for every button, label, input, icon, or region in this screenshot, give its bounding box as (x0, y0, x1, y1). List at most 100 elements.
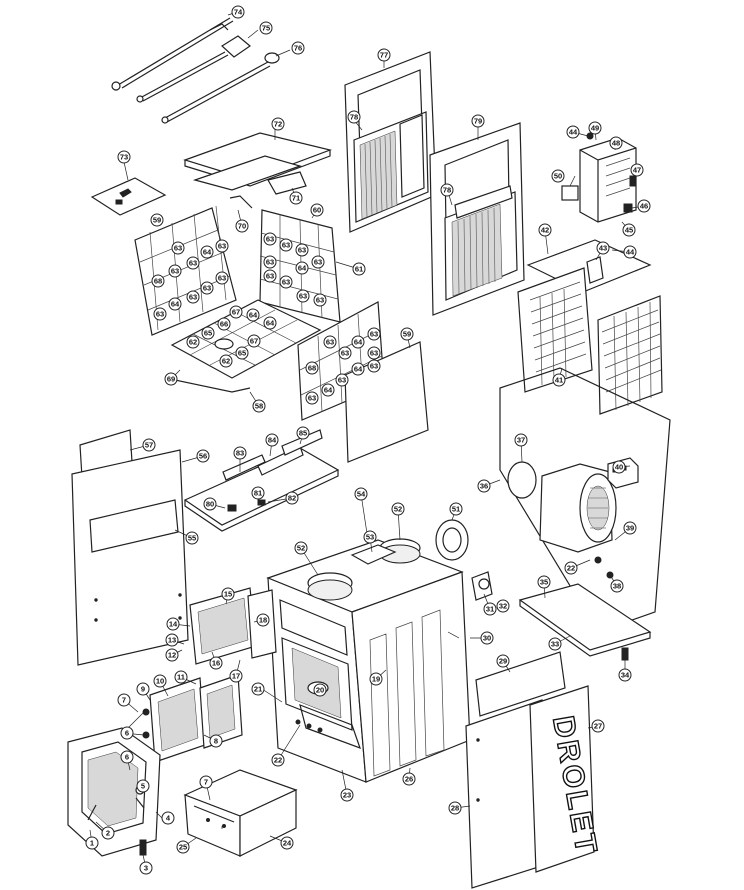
svg-text:80: 80 (206, 500, 214, 509)
callout-72: 72 (271, 117, 285, 131)
callout-64-8: 64 (321, 383, 335, 397)
side-panel-right (465, 651, 566, 889)
callout-1: 1 (85, 836, 99, 850)
svg-text:55: 55 (188, 534, 196, 543)
svg-text:79: 79 (474, 117, 482, 126)
callout-10: 10 (153, 674, 167, 688)
svg-text:15: 15 (224, 590, 232, 599)
callout-64-3: 64 (295, 261, 309, 275)
svg-text:20: 20 (316, 686, 324, 695)
callout-4: 4 (161, 811, 175, 825)
callout-75: 75 (259, 21, 273, 35)
callout-63-4: 63 (186, 256, 200, 270)
svg-text:63: 63 (218, 242, 226, 251)
svg-text:63: 63 (341, 349, 349, 358)
callout-64-6: 64 (351, 335, 365, 349)
callout-41: 41 (552, 373, 566, 387)
svg-text:64: 64 (266, 319, 275, 328)
svg-text:31: 31 (486, 605, 494, 614)
svg-text:36: 36 (480, 482, 488, 491)
svg-text:30: 30 (483, 634, 491, 643)
svg-text:63: 63 (266, 272, 274, 281)
svg-text:22: 22 (567, 564, 575, 573)
svg-text:45: 45 (625, 226, 633, 235)
callout-6b: 6 (120, 750, 134, 764)
callout-63-16: 63 (296, 289, 310, 303)
svg-text:74: 74 (234, 8, 243, 17)
callout-24: 24 (280, 836, 294, 850)
stove-cabinet (266, 538, 471, 783)
svg-text:63: 63 (299, 292, 307, 301)
svg-text:63: 63 (338, 376, 346, 385)
svg-text:17: 17 (232, 672, 240, 681)
svg-text:19: 19 (372, 675, 380, 684)
callout-13: 13 (165, 633, 179, 647)
callout-63-18: 63 (323, 335, 337, 349)
firebrick-wall-left (134, 205, 237, 336)
side-panel-left (71, 429, 189, 666)
svg-text:46: 46 (640, 202, 648, 211)
callout-63-14: 63 (263, 269, 277, 283)
control-box (561, 132, 637, 223)
filter-frame-upper (344, 51, 437, 233)
svg-text:71: 71 (292, 194, 300, 203)
callout-62a: 62 (186, 335, 200, 349)
callout-33: 33 (548, 637, 562, 651)
svg-text:42: 42 (541, 226, 549, 235)
callout-63-13: 63 (311, 255, 325, 269)
svg-text:70: 70 (238, 222, 246, 231)
svg-text:68: 68 (154, 277, 162, 286)
svg-text:22: 22 (274, 756, 282, 765)
callout-20: 20 (313, 683, 327, 697)
callout-59a: 59 (150, 213, 164, 227)
svg-text:24: 24 (283, 839, 292, 848)
heat-exchanger (517, 239, 663, 415)
svg-text:27: 27 (594, 722, 602, 731)
callout-5: 5 (136, 779, 150, 793)
callout-36: 36 (477, 479, 491, 493)
callout-63-8: 63 (153, 307, 167, 321)
callout-64-5: 64 (263, 316, 277, 330)
callout-22a: 22 (271, 753, 285, 767)
callout-63-23: 63 (367, 359, 381, 373)
svg-text:52: 52 (394, 505, 402, 514)
svg-text:32: 32 (499, 602, 507, 611)
callout-63-2: 63 (215, 239, 229, 253)
callout-26: 26 (402, 772, 416, 786)
svg-text:44: 44 (626, 248, 635, 257)
callout-21: 21 (251, 682, 265, 696)
svg-text:64: 64 (354, 338, 363, 347)
callout-25: 25 (176, 840, 190, 854)
callout-53: 53 (363, 530, 377, 544)
svg-text:43: 43 (599, 244, 607, 253)
motor-bracket (471, 571, 493, 601)
callout-43: 43 (596, 241, 610, 255)
callout-54: 54 (354, 487, 368, 501)
callout-50: 50 (551, 169, 565, 183)
svg-text:3: 3 (144, 864, 148, 873)
callout-65b: 65 (235, 346, 249, 360)
callout-52a: 52 (294, 541, 308, 555)
svg-text:54: 54 (357, 490, 366, 499)
callout-82: 82 (285, 491, 299, 505)
svg-text:56: 56 (199, 452, 207, 461)
svg-text:35: 35 (540, 578, 548, 587)
heat-shield-panel (344, 341, 429, 463)
svg-text:21: 21 (254, 685, 262, 694)
svg-text:76: 76 (294, 44, 302, 53)
control-tray (183, 429, 340, 532)
svg-text:63: 63 (156, 310, 164, 319)
svg-text:68: 68 (308, 364, 316, 373)
callout-17: 17 (229, 669, 243, 683)
callout-63-10: 63 (279, 238, 293, 252)
callout-80: 80 (203, 497, 217, 511)
callout-64-4: 64 (246, 308, 260, 322)
callout-52b: 52 (391, 502, 405, 516)
callout-77: 77 (377, 48, 391, 62)
callout-71: 71 (289, 191, 303, 205)
callout-57: 57 (142, 438, 156, 452)
svg-text:14: 14 (169, 620, 178, 629)
callout-66: 66 (217, 317, 231, 331)
callout-85: 85 (296, 426, 310, 440)
